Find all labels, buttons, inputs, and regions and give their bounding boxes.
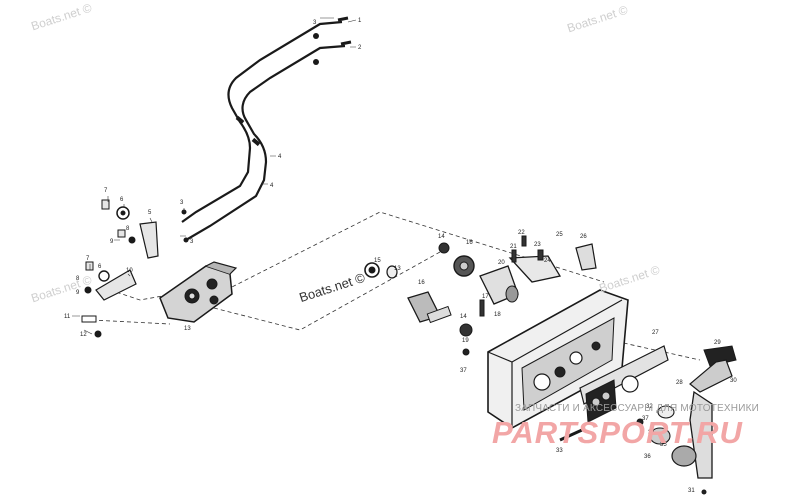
callout-27: 27 — [652, 330, 659, 336]
callout-33: 33 — [556, 448, 563, 454]
callout-3: 3 — [313, 20, 317, 26]
callout-28: 28 — [676, 380, 683, 386]
control-handle — [671, 345, 737, 495]
callout-34: 34 — [648, 430, 655, 436]
shaft-assembly — [364, 242, 519, 337]
callout-19: 19 — [462, 338, 469, 344]
callout-6: 6 — [98, 264, 102, 270]
shift-housing — [159, 261, 238, 323]
control-cables — [181, 16, 352, 241]
callout-7: 7 — [104, 188, 108, 194]
brand-logo: PARTSPORT.RU — [492, 415, 743, 450]
callout-20: 20 — [498, 260, 505, 266]
callout-4: 4 — [270, 183, 274, 189]
callout-8: 8 — [76, 276, 80, 282]
callout-37: 37 — [642, 416, 649, 422]
callout-16: 16 — [418, 280, 425, 286]
callout-1: 1 — [358, 18, 362, 24]
control-box — [487, 289, 629, 429]
callout-12: 12 — [80, 332, 87, 338]
callout-21: 21 — [510, 244, 517, 250]
callout-7: 7 — [86, 256, 90, 262]
callout-35: 35 — [660, 442, 667, 448]
callout-25: 25 — [556, 232, 563, 238]
callout-16: 16 — [466, 240, 473, 246]
callout-6: 6 — [120, 197, 124, 203]
lower-parts — [462, 348, 675, 445]
callout-23: 23 — [534, 242, 541, 248]
callout-17: 17 — [482, 294, 489, 300]
switch-bracket — [508, 235, 597, 283]
leader-lines — [72, 17, 357, 335]
callout-4: 4 — [278, 154, 282, 160]
callout-36: 36 — [644, 454, 651, 460]
callout-32: 32 — [646, 404, 653, 410]
faceplate — [579, 345, 669, 423]
callout-11: 11 — [64, 314, 71, 320]
callout-9: 9 — [110, 239, 114, 245]
callout-31: 31 — [688, 488, 695, 494]
shift-linkage-parts — [81, 199, 159, 338]
callout-18: 18 — [494, 312, 501, 318]
callout-26: 26 — [580, 234, 587, 240]
callout-labels: 3 1 2 4 4 7 6 5 9 8 3 3 7 6 8 9 10 11 12… — [64, 18, 737, 494]
callout-14: 14 — [438, 234, 445, 240]
callout-22: 22 — [518, 230, 525, 236]
callout-13: 13 — [184, 326, 191, 332]
callout-24: 24 — [544, 258, 551, 264]
callout-9: 9 — [76, 290, 80, 296]
callout-13: 13 — [394, 266, 401, 272]
cable-clips — [181, 33, 319, 243]
callout-37: 37 — [460, 368, 467, 374]
callout-15: 15 — [374, 258, 381, 264]
callout-2: 2 — [358, 45, 362, 51]
callout-10: 10 — [126, 268, 133, 274]
callout-3: 3 — [180, 200, 184, 206]
callout-5: 5 — [148, 210, 152, 216]
brand-tagline: ЗАПЧАСТИ И АКСЕССУАРЫ ДЛЯ МОТОТЕХНИКИ — [515, 403, 760, 414]
callout-3: 3 — [190, 239, 194, 245]
callout-14: 14 — [460, 314, 467, 320]
callout-29: 29 — [714, 340, 721, 346]
callout-8: 8 — [126, 226, 130, 232]
callout-30: 30 — [730, 378, 737, 384]
